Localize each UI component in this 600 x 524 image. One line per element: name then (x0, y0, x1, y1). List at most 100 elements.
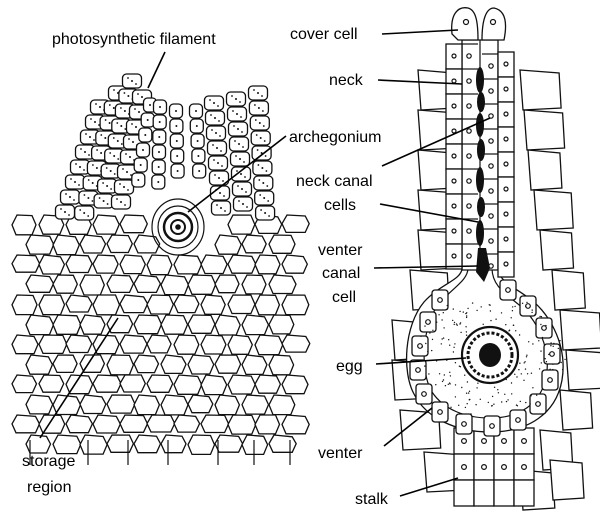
chloroplast-dot (242, 146, 244, 148)
stipple-dot (446, 308, 449, 310)
chloroplast-dot (138, 111, 140, 113)
venter-wall-cell (509, 409, 527, 431)
chloroplast-dot (137, 179, 140, 181)
storage-cell (241, 314, 270, 336)
stipple-dot (541, 336, 544, 339)
stipple-dot (544, 358, 546, 360)
nucleus (451, 203, 457, 209)
storage-cell (38, 294, 66, 316)
chloroplast-dot (195, 125, 198, 127)
cover-cells (451, 7, 507, 41)
chloroplast-dot (79, 209, 82, 211)
chloroplast-dot (258, 179, 261, 181)
chloroplast-dot (110, 188, 112, 190)
stipple-dot (453, 346, 455, 348)
chloroplast-dot (233, 125, 235, 127)
chloroplast-dot (264, 212, 267, 214)
stipple-dot (500, 312, 503, 314)
nucleus (520, 464, 527, 471)
storage-cell (92, 374, 122, 393)
storage-cell (173, 294, 200, 314)
stipple-dot (505, 400, 508, 403)
stipple-dot (524, 368, 527, 370)
stipple-dot (557, 347, 559, 350)
nucleus (417, 343, 423, 349)
neck-jacket-cell (445, 243, 463, 270)
chloroplast-dot (116, 198, 118, 200)
storage-cell (227, 214, 256, 235)
storage-cell (281, 414, 310, 435)
stipple-dot (523, 379, 525, 381)
storage-cell (173, 334, 200, 355)
chloroplast-dot (104, 119, 107, 121)
chloroplast-dot (104, 137, 107, 139)
chloroplast-dot (241, 188, 243, 190)
storage-cell (106, 394, 136, 414)
chloroplast-dot (235, 155, 237, 157)
chloroplast-dot (70, 178, 72, 180)
stipple-dot (552, 345, 554, 347)
chloroplast-dot (176, 155, 179, 157)
storage-cell (214, 394, 241, 416)
chloroplast-dot (260, 209, 262, 211)
stipple-dot (514, 305, 516, 308)
chloroplast-dot (176, 170, 179, 172)
nucleus (505, 287, 511, 293)
stipple-dot (470, 413, 472, 415)
stipple-dot (562, 368, 564, 371)
storage-cell (214, 274, 240, 294)
nucleus (466, 128, 472, 134)
nucleus (503, 186, 509, 192)
nucleus (451, 253, 457, 259)
chloroplast-dot (139, 164, 142, 166)
stipple-dot (488, 304, 490, 306)
stipple-dot (516, 405, 519, 407)
stipple-dot (511, 393, 513, 395)
surrounding-cell (559, 389, 594, 431)
chloroplast-dot (124, 128, 127, 130)
stipple-dot (431, 349, 433, 352)
stipple-dot (538, 368, 541, 370)
chloroplast-dot (175, 110, 177, 112)
chloroplast-dot (122, 168, 124, 170)
storage-cell (146, 374, 174, 393)
stipple-dot (448, 339, 450, 341)
storage-cell (65, 294, 93, 313)
surrounding-cell (539, 229, 575, 271)
chloroplast-dot (158, 136, 161, 138)
storage-cell (119, 254, 147, 275)
label-storage-region-line1: storage (22, 453, 75, 470)
chloroplast-dot (74, 181, 76, 183)
stalk-cell (513, 479, 535, 507)
stipple-dot (461, 386, 463, 389)
chloroplast-dot (75, 163, 77, 165)
neck-jacket-cell (497, 76, 515, 103)
chloroplast-dot (132, 141, 134, 143)
nucleus (488, 63, 494, 69)
storage-cell (133, 274, 162, 294)
chloroplast-dot (93, 139, 95, 141)
storage-cell (25, 274, 55, 293)
stalk-cell (513, 427, 535, 455)
chloroplast-dot (264, 155, 267, 157)
nucleus (503, 261, 509, 267)
stipple-dot (491, 405, 493, 407)
storage-cell (119, 334, 148, 354)
chloroplast-dot (108, 104, 111, 106)
nucleus (547, 377, 553, 383)
chloroplast-dot (244, 176, 246, 178)
nucleus (488, 238, 494, 244)
chloroplast-dot (137, 93, 139, 95)
chloroplast-dot (254, 119, 257, 121)
chloroplast-dot (102, 182, 104, 184)
stipple-dot (553, 342, 555, 345)
storage-cell (79, 274, 106, 296)
surrounding-tissue (391, 69, 600, 511)
leader-lines (39, 29, 491, 497)
chloroplast-dot (87, 197, 90, 199)
neck-jacket-cell (445, 43, 463, 70)
stipple-dot (520, 373, 522, 375)
stipple-dot (454, 384, 457, 386)
surrounding-cell (559, 309, 600, 351)
